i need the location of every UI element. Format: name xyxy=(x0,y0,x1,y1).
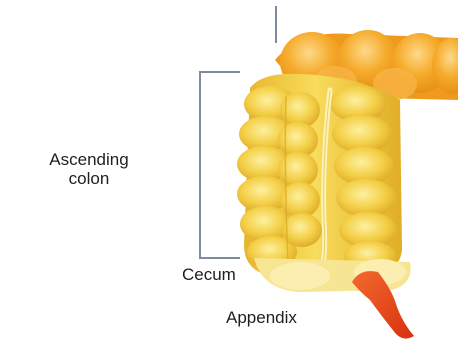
ascending-colon-label-line1: Ascending xyxy=(4,150,174,169)
appendix-label: Appendix xyxy=(226,308,297,327)
cecum-label: Cecum xyxy=(182,265,236,284)
ascending-colon xyxy=(237,74,402,276)
ascending-colon-bracket xyxy=(200,72,240,258)
ascending-colon-label: Ascending colon xyxy=(4,150,174,188)
ascending-colon-label-line2: colon xyxy=(4,169,174,188)
